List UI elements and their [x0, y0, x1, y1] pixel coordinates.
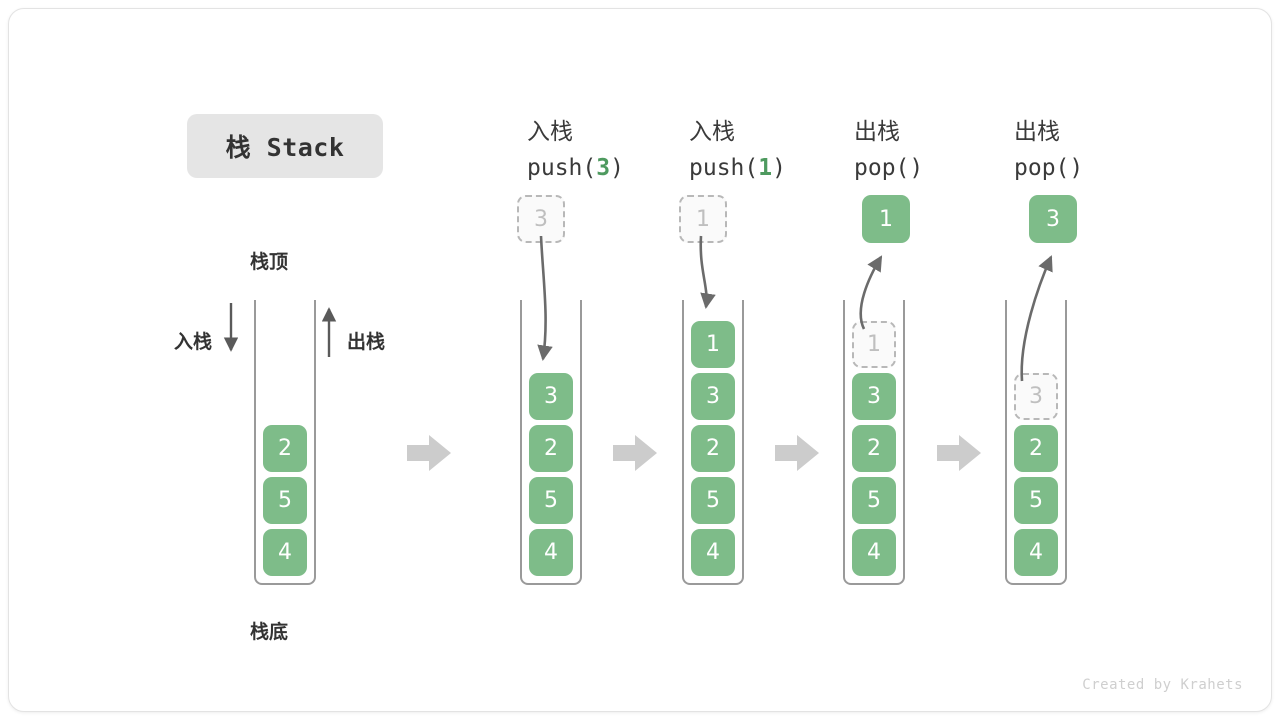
- stack-cell-ghost: 1: [852, 321, 896, 368]
- incoming-value-box: 3: [517, 195, 565, 243]
- stack-cell: 2: [691, 425, 735, 472]
- stack-container-push-3: [520, 300, 582, 585]
- stack-cell: 4: [529, 529, 573, 576]
- column-header-pop-3: 出栈 pop(): [1014, 114, 1184, 186]
- code-suffix-2: ): [772, 155, 786, 181]
- stack-cell: 2: [1014, 425, 1058, 472]
- stack-cell: 5: [691, 477, 735, 524]
- stack-cell: 5: [529, 477, 573, 524]
- column-header-pop-1: 出栈 pop(): [854, 114, 1024, 186]
- stack-cell: 4: [263, 529, 307, 576]
- column-header-cn-1: 入栈: [527, 119, 573, 145]
- popped-value-box: 3: [1029, 195, 1077, 243]
- column-header-code-3: pop(): [854, 150, 1024, 186]
- column-header-cn-4: 出栈: [1014, 119, 1060, 145]
- column-header-cn-2: 入栈: [689, 119, 735, 145]
- column-header-code-2: push(1): [689, 150, 859, 186]
- column-header-code-4: pop(): [1014, 150, 1184, 186]
- stack-cell: 5: [1014, 477, 1058, 524]
- stack-cell: 5: [852, 477, 896, 524]
- stack-bottom-label: 栈底: [249, 621, 288, 643]
- code-prefix-2: push(: [689, 155, 759, 181]
- stack-cell: 2: [263, 425, 307, 472]
- column-header-cn-3: 出栈: [854, 119, 900, 145]
- column-header-push-1: 入栈 push(1): [689, 114, 859, 186]
- credit-text: Created by Krahets: [1082, 677, 1243, 693]
- stack-container-push-1: [682, 300, 744, 585]
- stack-cell: 4: [852, 529, 896, 576]
- code-prefix-1: push(: [527, 155, 597, 181]
- stack-cell-ghost: 3: [1014, 373, 1058, 420]
- code-suffix-3: ): [909, 155, 924, 181]
- stack-cell: 2: [852, 425, 896, 472]
- stack-cell: 3: [691, 373, 735, 420]
- step-arrow: [937, 435, 981, 471]
- push-direction-label: 入栈: [174, 331, 213, 353]
- step-arrow: [407, 435, 451, 471]
- code-prefix-3: pop(: [854, 155, 910, 181]
- stack-cell: 3: [529, 373, 573, 420]
- stack-container-pop-1: [843, 300, 905, 585]
- code-arg-1: 3: [596, 155, 611, 181]
- pop-direction-label: 出栈: [347, 331, 386, 353]
- diagram-canvas: 栈 Stack 入栈 push(3) 入栈 push(1) 出栈 pop() 出…: [8, 8, 1272, 712]
- step-arrow: [613, 435, 657, 471]
- stack-cell: 4: [1014, 529, 1058, 576]
- stack-container-initial: [254, 300, 316, 585]
- stack-cell: 3: [852, 373, 896, 420]
- stack-cell: 1: [691, 321, 735, 368]
- stack-cell: 5: [263, 477, 307, 524]
- stack-cell: 4: [691, 529, 735, 576]
- stack-cell: 2: [529, 425, 573, 472]
- stack-top-label: 栈顶: [249, 251, 288, 273]
- code-prefix-4: pop(: [1014, 155, 1070, 181]
- incoming-value-box: 1: [679, 195, 727, 243]
- code-suffix-1: ): [610, 155, 624, 181]
- code-arg-2: 1: [758, 155, 773, 181]
- step-arrow: [775, 435, 819, 471]
- column-header-code-1: push(3): [527, 150, 697, 186]
- column-header-push-3: 入栈 push(3): [527, 114, 697, 186]
- popped-value-box: 1: [862, 195, 910, 243]
- code-suffix-4: ): [1069, 155, 1084, 181]
- push-motion-arrow-1: [699, 235, 716, 310]
- page-title: 栈 Stack: [187, 114, 383, 178]
- stack-container-pop-3: [1005, 300, 1067, 585]
